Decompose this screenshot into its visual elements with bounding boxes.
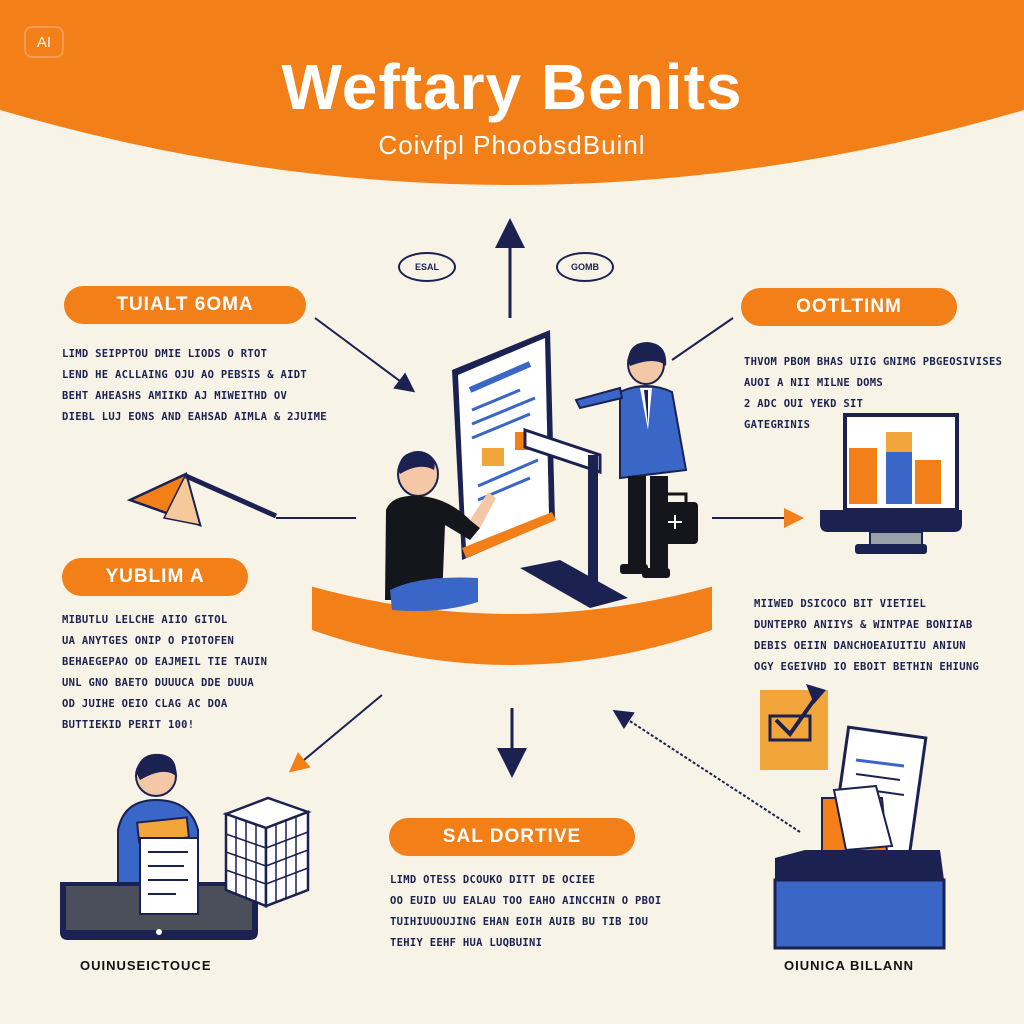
page-title: Weftary Benits xyxy=(281,51,743,123)
label-top-left: TUIALT 6OMA xyxy=(64,286,306,324)
envelope-check-icon xyxy=(760,684,828,770)
text-line: LIMD SEIPPTOU DMIE LIODS O RTOT xyxy=(62,348,268,360)
text-line: DEBIS OEIIN DANCHOEAIUITIU ANIUN xyxy=(754,640,966,652)
server-stack-icon xyxy=(222,796,312,908)
text-line: BUTTIEKID PERIT 100! xyxy=(62,719,195,731)
paragraph-mid-right: MIIWED DSICOCO BIT VIETIEL DUNTEPRO ANII… xyxy=(754,594,979,678)
person-desk-icon xyxy=(60,753,258,940)
filing-box-icon xyxy=(773,725,946,950)
arrow-topleft xyxy=(314,317,416,393)
label-bottom-center: SAL DORTIVE xyxy=(389,818,635,856)
text-line: UNL GNO BAETO DUUUCA DDE DUUA xyxy=(62,677,255,689)
text-line: UA ANYTGES ONIP O PIOTOFEN xyxy=(62,635,235,647)
paragraph-top-left: LIMD SEIPPTOU DMIE LIODS O RTOT LEND HE … xyxy=(62,344,327,428)
monitor-chart-icon xyxy=(820,413,962,554)
page-subtitle: Coivfpl PhoobsdBuinl xyxy=(378,130,646,160)
paragraph-bottom-center: LIMD OTESS DCOUKO DITT DE OCIEE OO EUID … xyxy=(390,870,661,954)
lectern xyxy=(520,427,628,608)
line-topright xyxy=(671,317,734,361)
text-line: 2 ADC OUI YEKD SIT xyxy=(744,398,864,410)
text-line: MIBUTLU LELCHE AIIO GITOL xyxy=(62,614,228,626)
label-mid-left: YUBLIM A xyxy=(62,558,248,596)
caption-bottom-left: OUINUSEICTOUCE xyxy=(80,958,212,973)
text-line: AUOI A NII MILNE DOMS xyxy=(744,377,884,389)
text-line: DIEBL LUJ EONS AND EAHSAD AIMLA & 2JUIME xyxy=(62,411,327,423)
header-banner xyxy=(0,0,1024,185)
text-line: TEHIY EEHF HUA LUQBUINI xyxy=(390,937,543,949)
text-line: OO EUID UU EALAU TOO EAHO AINCCHIN O PBO… xyxy=(390,895,662,907)
text-line: DUNTEPRO ANIIYS & WINTPAE BONIIAB xyxy=(754,619,973,631)
caption-bottom-right: OIUNICA BILLANN xyxy=(784,958,915,973)
text-line: OD JUIHE OEIO CLAG AC DOA xyxy=(62,698,228,710)
text-line: LEND HE ACLLAING OJU AO PEBSIS & AIDT xyxy=(62,369,307,381)
speech-bubble-left: ESAL xyxy=(398,252,456,282)
text-line: TUIHIUUOUJING EHAN EOIH AUIB BU TIB IOU xyxy=(390,916,649,928)
text-line: THVOM PBOM BHAS UIIG GNIMG PBGEOSIVISES xyxy=(744,356,1003,368)
paragraph-mid-left: MIBUTLU LELCHE AIIO GITOL UA ANYTGES ONI… xyxy=(62,610,267,736)
seated-person xyxy=(385,451,496,611)
label-top-right: OOTLTINM xyxy=(741,288,957,326)
arrow-bottomright xyxy=(612,709,801,833)
paragraph-top-right: THVOM PBOM BHAS UIIG GNIMG PBGEOSIVISES … xyxy=(744,352,1002,436)
text-line: OGY EGEIVHD IO EBOIT BETHIN EHIUNG xyxy=(754,661,980,673)
text-line: LIMD OTESS DCOUKO DITT DE OCIEE xyxy=(390,874,596,886)
standing-businessman xyxy=(574,342,698,578)
text-line: MIIWED DSICOCO BIT VIETIEL xyxy=(754,598,927,610)
arrow-bottomleft xyxy=(288,694,383,773)
speech-bubble-right: GOMB xyxy=(556,252,614,282)
text-line: BEHT AHEASHS AMIIKD AJ MIWEITHD OV xyxy=(62,390,288,402)
triangle-pointer-icon xyxy=(126,471,356,527)
text-line: GATEGRINIS xyxy=(744,419,811,431)
ai-badge: AI xyxy=(24,26,64,58)
tablet-screen xyxy=(452,330,556,560)
text-line: BEHAEGEPAO OD EAJMEIL TIE TAUIN xyxy=(62,656,268,668)
center-platform xyxy=(311,583,713,665)
